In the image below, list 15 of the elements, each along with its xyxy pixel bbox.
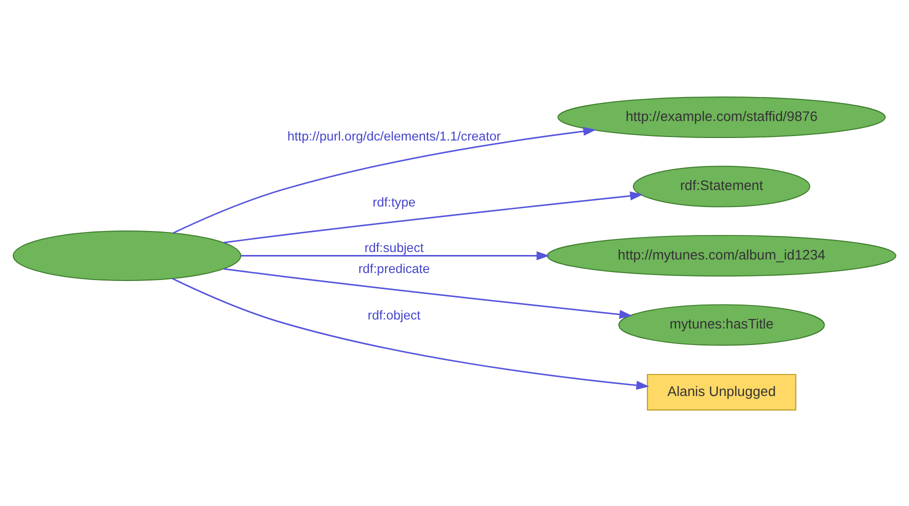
edge-label: rdf:type: [372, 194, 416, 210]
arrow: [240, 250, 550, 260]
edge-label: rdf:predicate: [358, 260, 430, 276]
arrow: [224, 268, 632, 318]
arrow: [172, 277, 650, 390]
node-box: Alanis Unplugged: [646, 373, 796, 410]
node-ellipse: http://mytunes.com/album_id1234: [546, 234, 896, 276]
node-ellipse: http://example.com/staffid/9876: [557, 96, 886, 138]
edge-label: http://purl.org/dc/elements/1.1/creator: [287, 128, 501, 143]
arrow: [172, 126, 596, 234]
node-ellipse: [12, 230, 242, 280]
edge-label: rdf:object: [368, 306, 421, 322]
arrow: [224, 190, 643, 243]
node-ellipse: rdf:Statement: [632, 165, 810, 207]
edge-label: rdf:subject: [364, 240, 424, 255]
